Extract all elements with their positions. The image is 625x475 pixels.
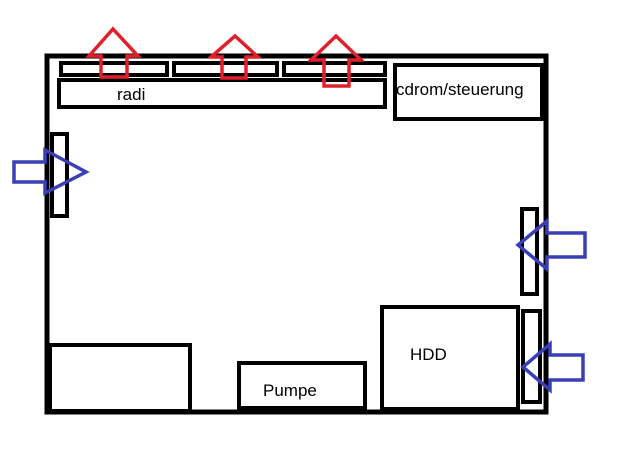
bottom-left-box	[48, 343, 192, 413]
pump-box	[237, 361, 367, 410]
radiator-box	[57, 78, 387, 109]
intake-arrow-left	[12, 147, 90, 196]
hdd-label: HDD	[410, 345, 447, 364]
drive-bay-label: cdrom/steuerung	[396, 80, 524, 99]
left-fan-slot	[50, 132, 69, 218]
right-fan-slot-lower	[521, 309, 542, 404]
exhaust-arrow-3	[306, 33, 366, 88]
exhaust-arrow-2	[206, 33, 263, 80]
top-fan-slot-2	[172, 61, 279, 77]
case-outline	[44, 53, 549, 415]
radiator-label: radi	[117, 85, 145, 104]
pump-label: Pumpe	[263, 381, 317, 400]
intake-arrow-right-lower	[520, 340, 585, 394]
top-fan-slot-1	[59, 61, 169, 77]
intake-arrow-right-upper	[515, 217, 587, 273]
exhaust-arrow-1	[85, 26, 143, 79]
drive-bay-box	[393, 63, 544, 121]
top-fan-slot-3	[282, 61, 387, 77]
right-fan-slot-upper	[520, 207, 539, 296]
hdd-box	[380, 305, 520, 411]
